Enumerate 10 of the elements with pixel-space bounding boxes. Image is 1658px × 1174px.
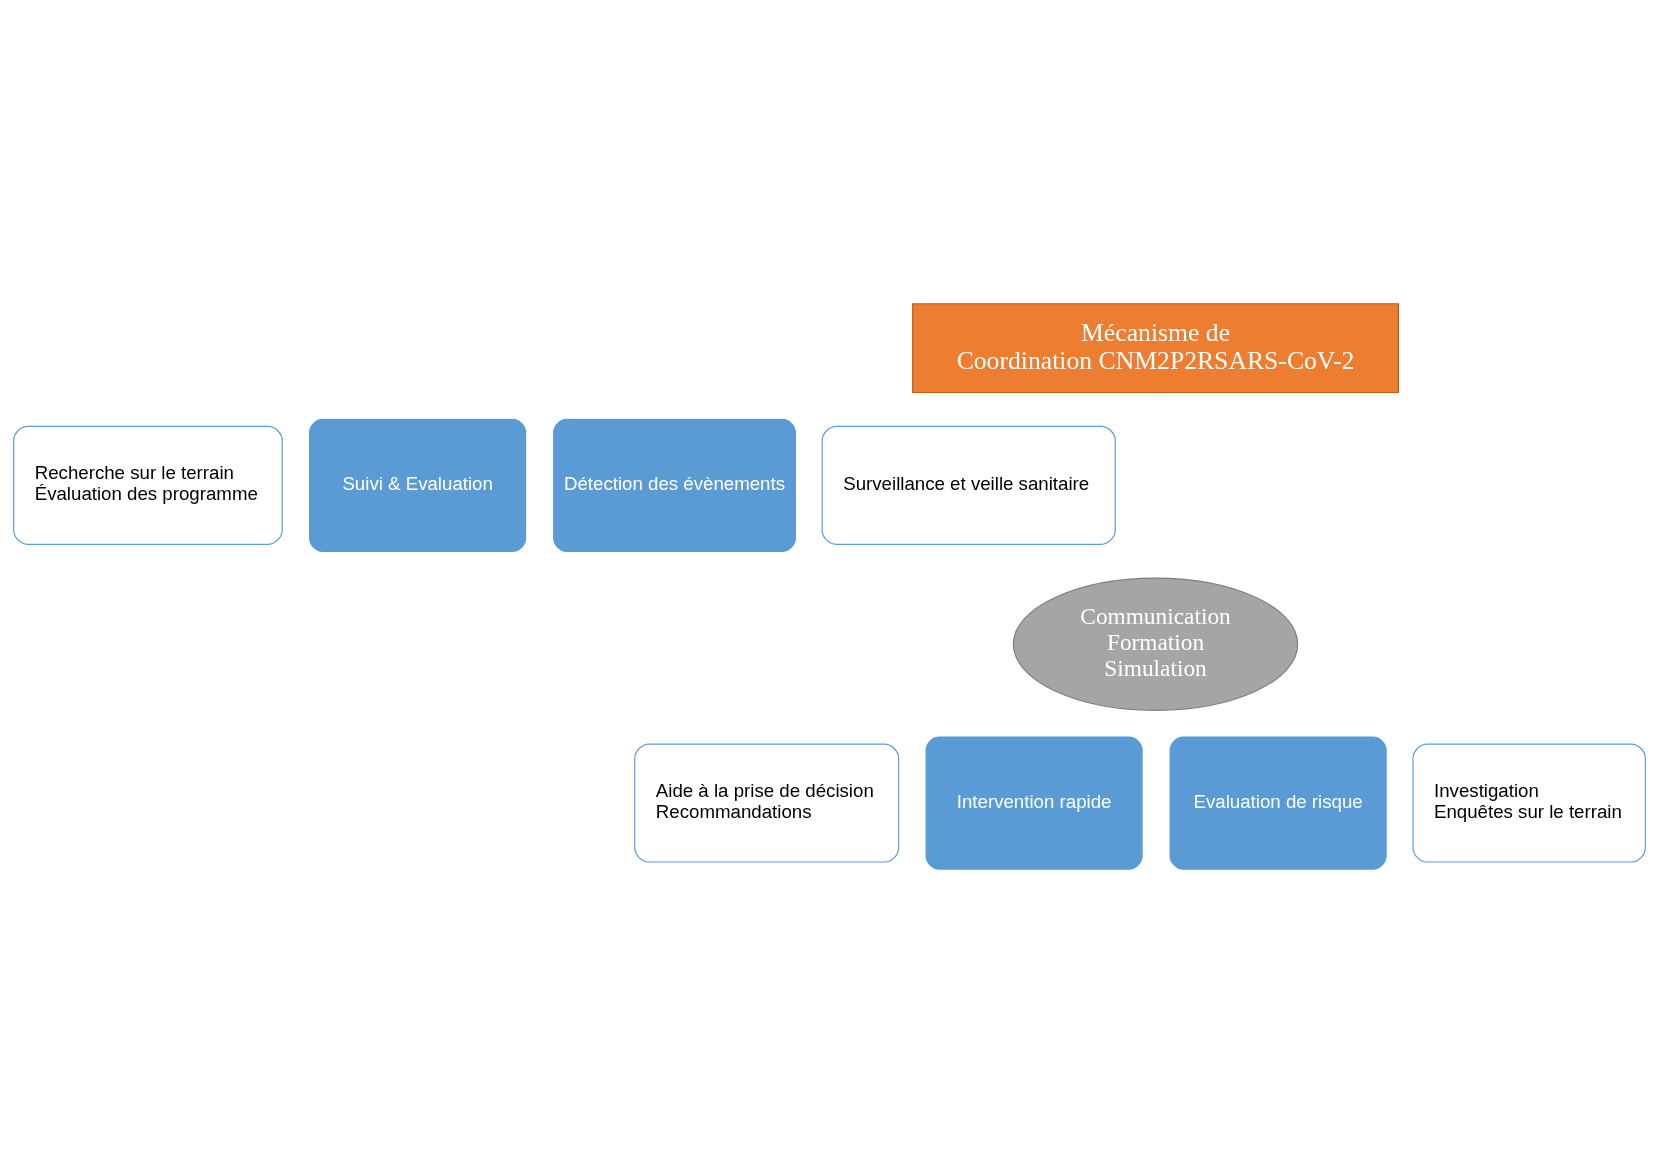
node-box: Suivi & Evaluation (307, 417, 527, 554)
node-box: Recherche sur le terrain Évaluation des programme (12, 425, 283, 545)
node-box: Intervention rapide (923, 735, 1144, 871)
node-box: Evaluation de risque (1167, 735, 1388, 871)
node-box: Surveillance et veille sanitaire (821, 425, 1116, 545)
node-box: Investigation Enquêtes sur le terrain (1411, 743, 1646, 863)
node-box: Aide à la prise de décision Recommandations (633, 743, 899, 863)
node-ellipse: Communication Formation Simulation (1012, 577, 1298, 711)
node-box: Mécanisme de Coordination CNM2P2RSARS-CoV-2 (911, 303, 1399, 394)
node-box: Détection des évènements (551, 417, 797, 554)
